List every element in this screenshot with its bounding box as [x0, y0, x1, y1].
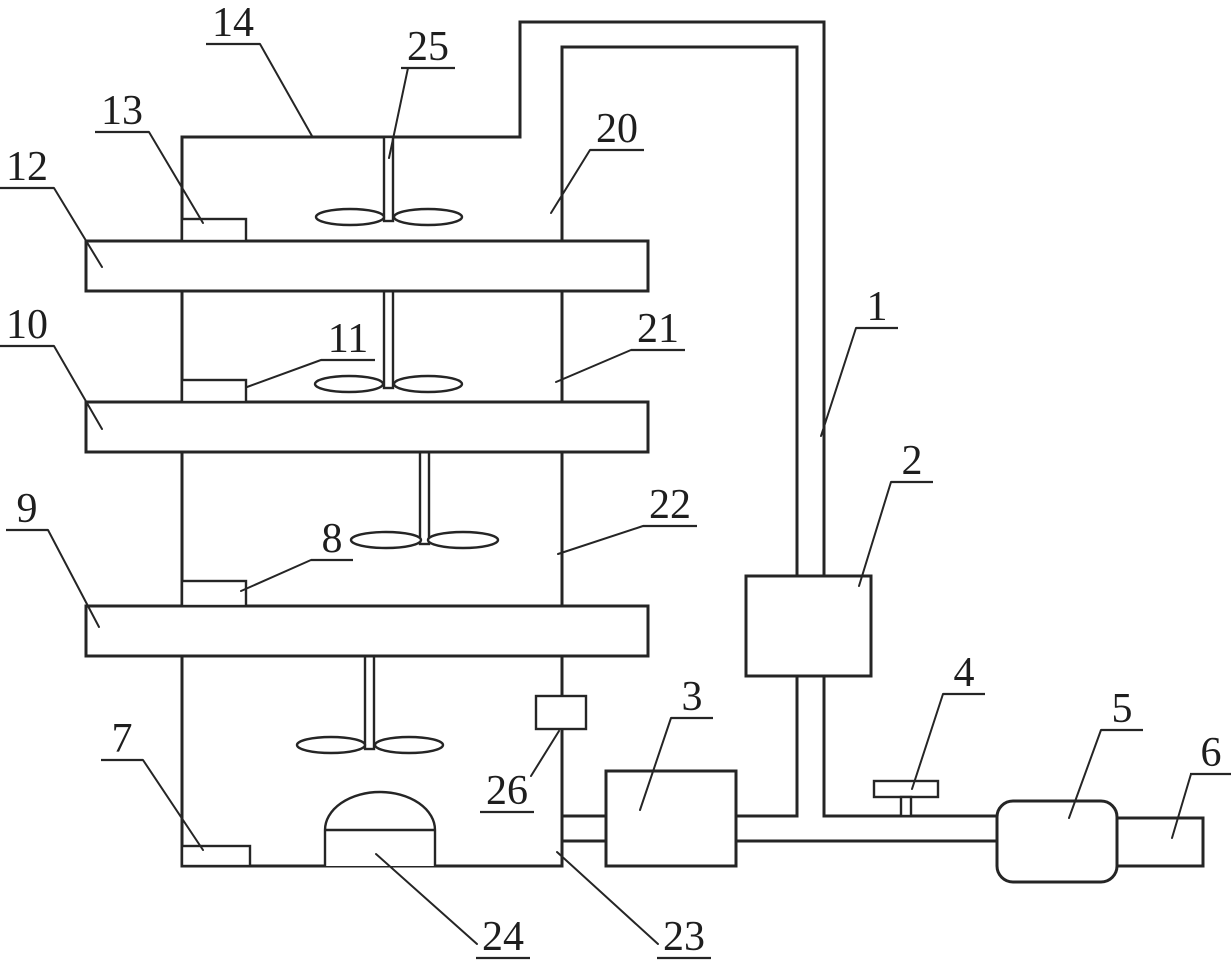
inline-unit-2	[744, 574, 873, 678]
propeller-blade	[392, 374, 464, 394]
sensor-box-26	[534, 694, 588, 731]
stirrer-shaft-top	[382, 135, 395, 223]
pipe-inner-line	[560, 45, 799, 818]
leader-line-26	[530, 730, 560, 777]
block-11	[180, 378, 248, 404]
leader-line-10	[53, 345, 103, 430]
propellers	[295, 207, 500, 755]
block-8	[180, 579, 248, 608]
leader-line-21	[555, 349, 632, 383]
leader-lines	[47, 43, 1192, 945]
wall-blocks	[180, 217, 252, 868]
end-unit-5	[995, 799, 1119, 884]
leader-line-13	[148, 131, 204, 224]
leader-line-12	[53, 187, 103, 268]
leader-line-7	[142, 759, 204, 851]
valve-handle	[872, 779, 940, 799]
part-label-4: 4	[954, 650, 975, 696]
stirrer-shaft-third	[418, 450, 431, 546]
propeller-blade	[295, 735, 367, 755]
stirrer-shaft-second	[382, 289, 395, 390]
tray-lower	[84, 604, 650, 658]
part-label-6: 6	[1201, 730, 1222, 776]
propeller-blade	[349, 530, 423, 550]
part-label-24: 24	[482, 914, 524, 960]
propeller-blade	[392, 207, 464, 227]
leader-line-20	[550, 149, 591, 214]
tray-upper	[84, 239, 650, 293]
leader-line-23	[556, 851, 659, 945]
part-label-8: 8	[322, 516, 343, 562]
outlet-fitting-6	[1115, 816, 1205, 868]
trays	[84, 239, 650, 658]
part-label-20: 20	[596, 106, 638, 152]
part-label-12: 12	[6, 144, 48, 190]
leader-line-5	[1068, 729, 1102, 819]
block-13	[180, 217, 248, 243]
propeller-blade	[426, 530, 500, 550]
propeller-blade	[373, 735, 445, 755]
part-label-25: 25	[407, 24, 449, 70]
stirrer-shaft-bottom	[363, 654, 376, 751]
part-label-3: 3	[682, 674, 703, 720]
leader-line-2	[858, 481, 892, 587]
part-label-14: 14	[212, 0, 254, 46]
valve-4	[872, 779, 940, 818]
leader-line-8	[240, 559, 312, 592]
leader-line-25	[388, 67, 409, 159]
leader-line-3	[639, 717, 672, 811]
propeller-blade	[314, 207, 386, 227]
part-label-11: 11	[328, 316, 368, 362]
leader-line-14	[259, 43, 313, 137]
leader-line-11	[246, 359, 322, 388]
part-label-10: 10	[6, 302, 48, 348]
pipe-outer-line	[518, 20, 826, 818]
part-label-2: 2	[902, 438, 923, 484]
part-label-13: 13	[101, 88, 143, 134]
block-7	[180, 844, 252, 868]
part-label-9: 9	[17, 486, 38, 532]
part-label-1: 1	[867, 284, 888, 330]
leader-line-22	[557, 525, 644, 555]
part-label-5: 5	[1112, 686, 1133, 732]
part-label-21: 21	[637, 306, 679, 352]
part-label-22: 22	[649, 482, 691, 528]
propeller-blade	[313, 374, 385, 394]
part-label-26: 26	[486, 768, 528, 814]
pump-box-3	[604, 769, 738, 868]
leader-line-6	[1171, 773, 1192, 839]
circulation-pipe	[518, 20, 826, 818]
leader-line-4	[911, 693, 944, 790]
tray-middle	[84, 400, 650, 454]
valve-stem	[899, 795, 913, 818]
leader-line-9	[47, 529, 100, 628]
leader-line-24	[375, 853, 478, 945]
bottom-dome	[323, 790, 437, 866]
part-label-7: 7	[112, 716, 133, 762]
part-label-23: 23	[663, 914, 705, 960]
leader-line-1	[820, 327, 857, 437]
